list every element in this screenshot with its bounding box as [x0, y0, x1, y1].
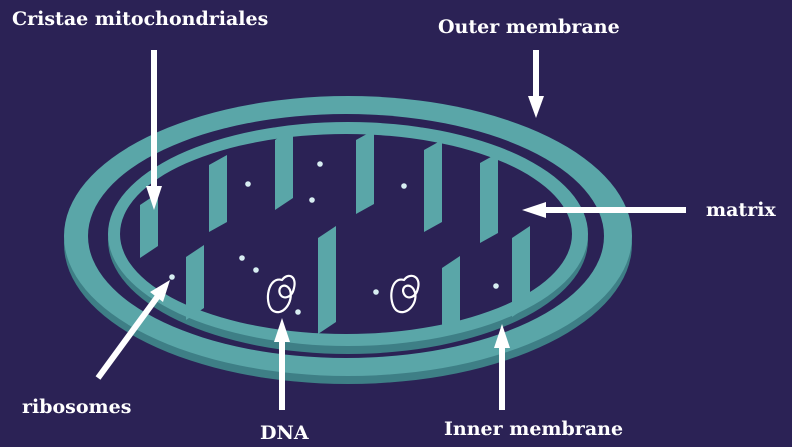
crista [480, 153, 498, 243]
inner-membrane-label: Inner membrane [444, 420, 623, 439]
ribosome [373, 289, 379, 295]
ribosome [169, 274, 175, 280]
crista [209, 155, 227, 232]
ribosome [309, 197, 315, 203]
outer-membrane-label: Outer membrane [438, 18, 620, 37]
crista [424, 140, 442, 232]
ribosome [493, 283, 499, 289]
ribosomes-label: ribosomes [22, 398, 131, 417]
cristae-label: Cristae mitochondriales [12, 10, 268, 29]
crista [512, 226, 530, 317]
ribosome [317, 161, 323, 167]
ribosome [401, 183, 407, 189]
cristae-arrow [146, 50, 162, 210]
ribosome [253, 267, 259, 273]
dna-label: DNA [260, 424, 309, 443]
matrix-label: matrix [706, 201, 776, 220]
ribosome [239, 255, 245, 261]
crista [186, 245, 204, 320]
crista [275, 128, 293, 210]
crista [318, 226, 336, 334]
ribosome [295, 309, 301, 315]
crista [356, 130, 374, 214]
crista [442, 256, 460, 337]
ribosome [245, 181, 251, 187]
outer-membrane-arrow [528, 50, 544, 118]
